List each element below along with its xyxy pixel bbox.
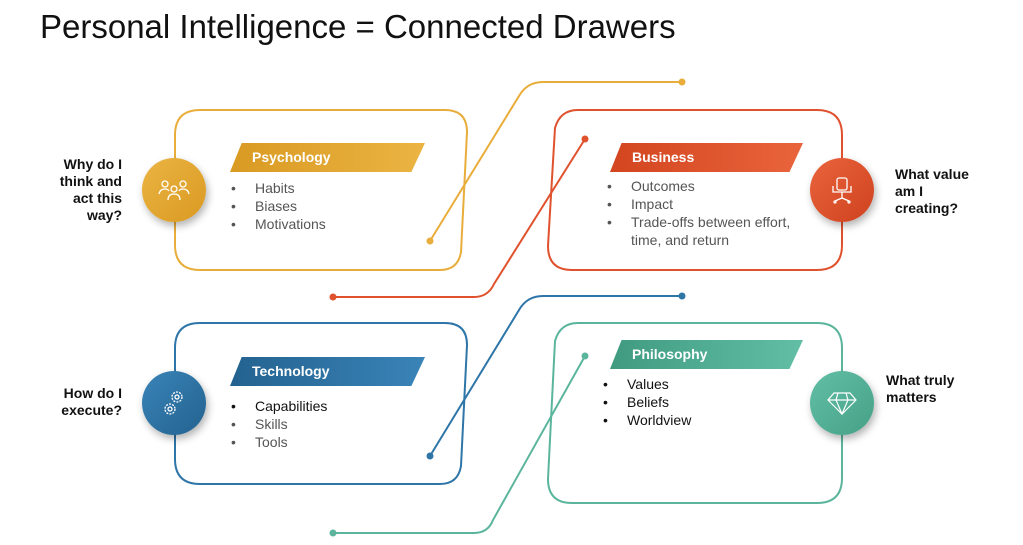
connector-dot bbox=[678, 78, 686, 86]
psychology-items: Habits Biases Motivations bbox=[231, 179, 326, 233]
list-item: Worldview bbox=[603, 411, 691, 429]
technology-items: Capabilities Skills Tools bbox=[231, 397, 327, 451]
people-icon bbox=[142, 158, 206, 222]
list-item: Beliefs bbox=[603, 393, 691, 411]
psychology-drawer-outline bbox=[174, 109, 469, 271]
business-connector bbox=[333, 138, 586, 298]
diamond-icon bbox=[810, 371, 874, 435]
connector-dot bbox=[329, 529, 337, 537]
connector-dot bbox=[426, 452, 434, 460]
philosophy-connector bbox=[333, 355, 586, 534]
list-item: Habits bbox=[231, 179, 326, 197]
page-title: Personal Intelligence = Connected Drawer… bbox=[40, 8, 676, 45]
list-item: Trade-offs between effort, time, and ret… bbox=[607, 213, 822, 249]
list-item: Biases bbox=[231, 197, 326, 215]
psychology-question: Why do I think and act this way? bbox=[59, 156, 122, 223]
philosophy-banner: Philosophy bbox=[610, 340, 803, 369]
list-item: Capabilities bbox=[231, 397, 327, 415]
business-question: What value am I creating? bbox=[895, 166, 969, 216]
connector-dot bbox=[426, 237, 434, 245]
connector-dot bbox=[678, 292, 686, 300]
philosophy-drawer-outline bbox=[546, 322, 843, 504]
technology-drawer-outline bbox=[174, 322, 469, 485]
business-drawer-outline bbox=[546, 109, 843, 271]
business-banner: Business bbox=[610, 143, 803, 172]
technology-connector bbox=[429, 295, 682, 457]
philosophy-question: What truly matters bbox=[886, 372, 955, 405]
connector-dot bbox=[329, 293, 337, 301]
business-items: Outcomes Impact Trade-offs between effor… bbox=[607, 177, 822, 249]
technology-banner: Technology bbox=[230, 357, 425, 386]
psychology-connector bbox=[429, 81, 682, 242]
psychology-banner: Psychology bbox=[230, 143, 425, 172]
list-item: Motivations bbox=[231, 215, 326, 233]
connector-dot bbox=[581, 135, 589, 143]
list-item: Skills bbox=[231, 415, 327, 433]
list-item: Values bbox=[603, 375, 691, 393]
list-item: Tools bbox=[231, 433, 327, 451]
gears-icon bbox=[142, 371, 206, 435]
technology-question: How do I execute? bbox=[61, 385, 122, 418]
list-item: Outcomes bbox=[607, 177, 822, 195]
philosophy-items: Values Beliefs Worldview bbox=[603, 375, 691, 429]
connector-dot bbox=[581, 352, 589, 360]
list-item: Impact bbox=[607, 195, 822, 213]
